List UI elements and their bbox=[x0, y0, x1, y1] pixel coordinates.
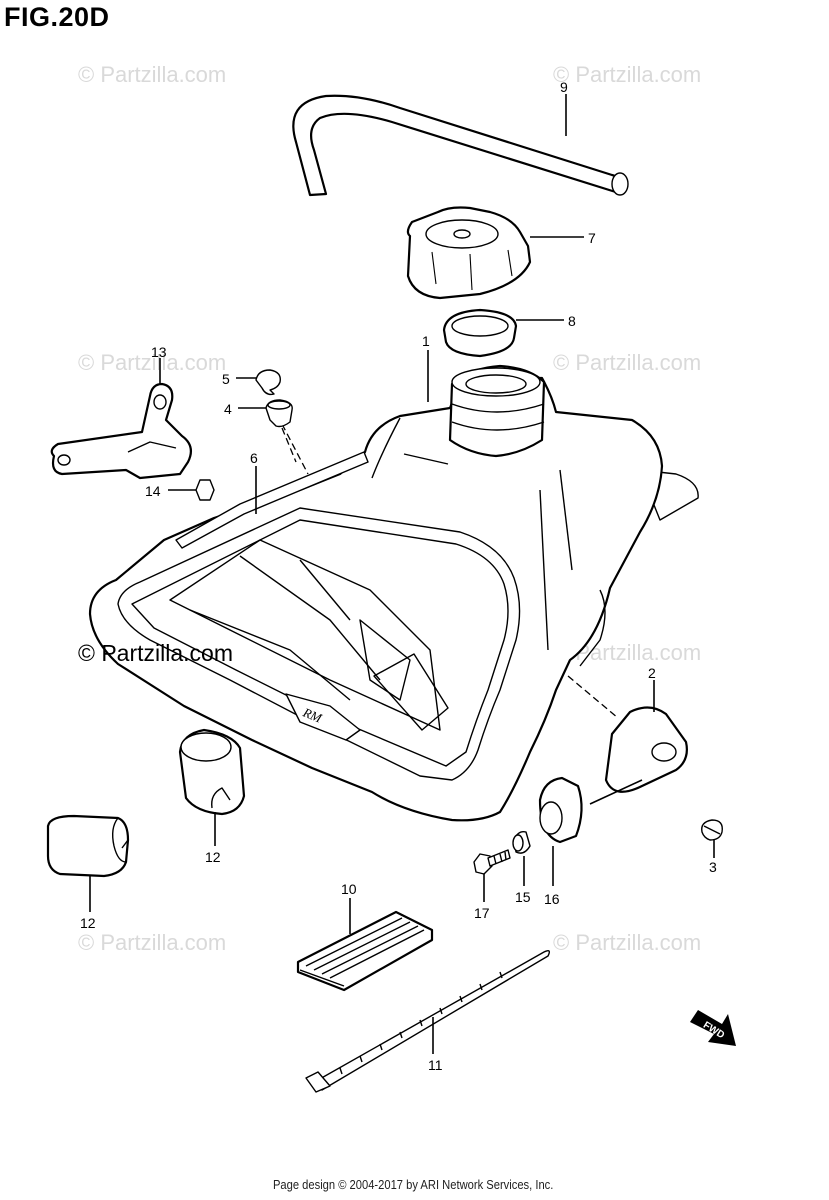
callout-5: 5 bbox=[222, 371, 230, 387]
part-8-cap-gasket[interactable]: 8 bbox=[442, 308, 576, 358]
callout-15: 15 bbox=[515, 889, 531, 905]
part-5-screw[interactable]: 5 bbox=[222, 369, 281, 396]
part-7-fuel-cap[interactable]: 7 bbox=[406, 206, 596, 300]
part-11-cable-tie[interactable]: 11 bbox=[305, 949, 551, 1093]
watermark: © Partzilla.com bbox=[553, 930, 701, 955]
watermark-main: © Partzilla.com bbox=[78, 640, 233, 666]
part-10-rubber-pad[interactable]: 10 bbox=[296, 881, 434, 992]
callout-7: 7 bbox=[588, 230, 596, 246]
part-12-sleeve-upper[interactable]: 12 bbox=[178, 728, 246, 865]
part-3-screw[interactable]: 3 bbox=[701, 819, 723, 875]
part-2-rear-bracket[interactable]: 2 bbox=[567, 665, 688, 805]
watermark: © Partzilla.com bbox=[78, 62, 226, 87]
watermark: © Partzilla.com bbox=[78, 930, 226, 955]
callout-1: 1 bbox=[422, 333, 430, 349]
callout-9: 9 bbox=[560, 79, 568, 95]
watermarks: © Partzilla.com © Partzilla.com © Partzi… bbox=[78, 62, 701, 955]
part-6-tank-strip[interactable]: 6 bbox=[175, 423, 369, 549]
part-16-damper[interactable]: 16 bbox=[538, 776, 583, 907]
callout-11: 11 bbox=[428, 1057, 443, 1073]
callout-10: 10 bbox=[341, 881, 357, 897]
part-12-sleeve-lower[interactable]: 12 bbox=[46, 814, 130, 931]
callout-14: 14 bbox=[145, 483, 161, 499]
callout-16: 16 bbox=[544, 891, 560, 907]
callout-17: 17 bbox=[474, 905, 490, 921]
callout-12: 12 bbox=[205, 849, 221, 865]
callout-12: 12 bbox=[80, 915, 96, 931]
fwd-arrow-badge: FWD bbox=[690, 1010, 736, 1046]
rm-decal-logo: RM bbox=[300, 704, 325, 726]
callout-13: 13 bbox=[151, 344, 167, 360]
watermark: © Partzilla.com bbox=[553, 350, 701, 375]
part-14-screw[interactable]: 14 bbox=[145, 479, 215, 501]
watermark: © Partzilla.com bbox=[553, 62, 701, 87]
figure-title: FIG.20D bbox=[4, 2, 110, 32]
part-15-collar[interactable]: 15 bbox=[512, 830, 531, 905]
callout-2: 2 bbox=[648, 665, 656, 681]
part-4-collar[interactable]: 4 bbox=[224, 399, 297, 463]
page-footer: Page design © 2004-2017 by ARI Network S… bbox=[272, 1177, 554, 1192]
part-13-bracket[interactable]: 13 bbox=[50, 344, 193, 480]
watermark: © Partzilla.com bbox=[78, 350, 226, 375]
part-9-breather-hose[interactable]: 9 bbox=[292, 79, 629, 197]
callout-8: 8 bbox=[568, 313, 576, 329]
callout-3: 3 bbox=[709, 859, 717, 875]
callout-4: 4 bbox=[224, 401, 232, 417]
part-1-fuel-tank[interactable]: RM 1 bbox=[88, 333, 699, 822]
callout-6: 6 bbox=[250, 450, 258, 466]
part-17-bolt[interactable]: 17 bbox=[473, 849, 511, 921]
